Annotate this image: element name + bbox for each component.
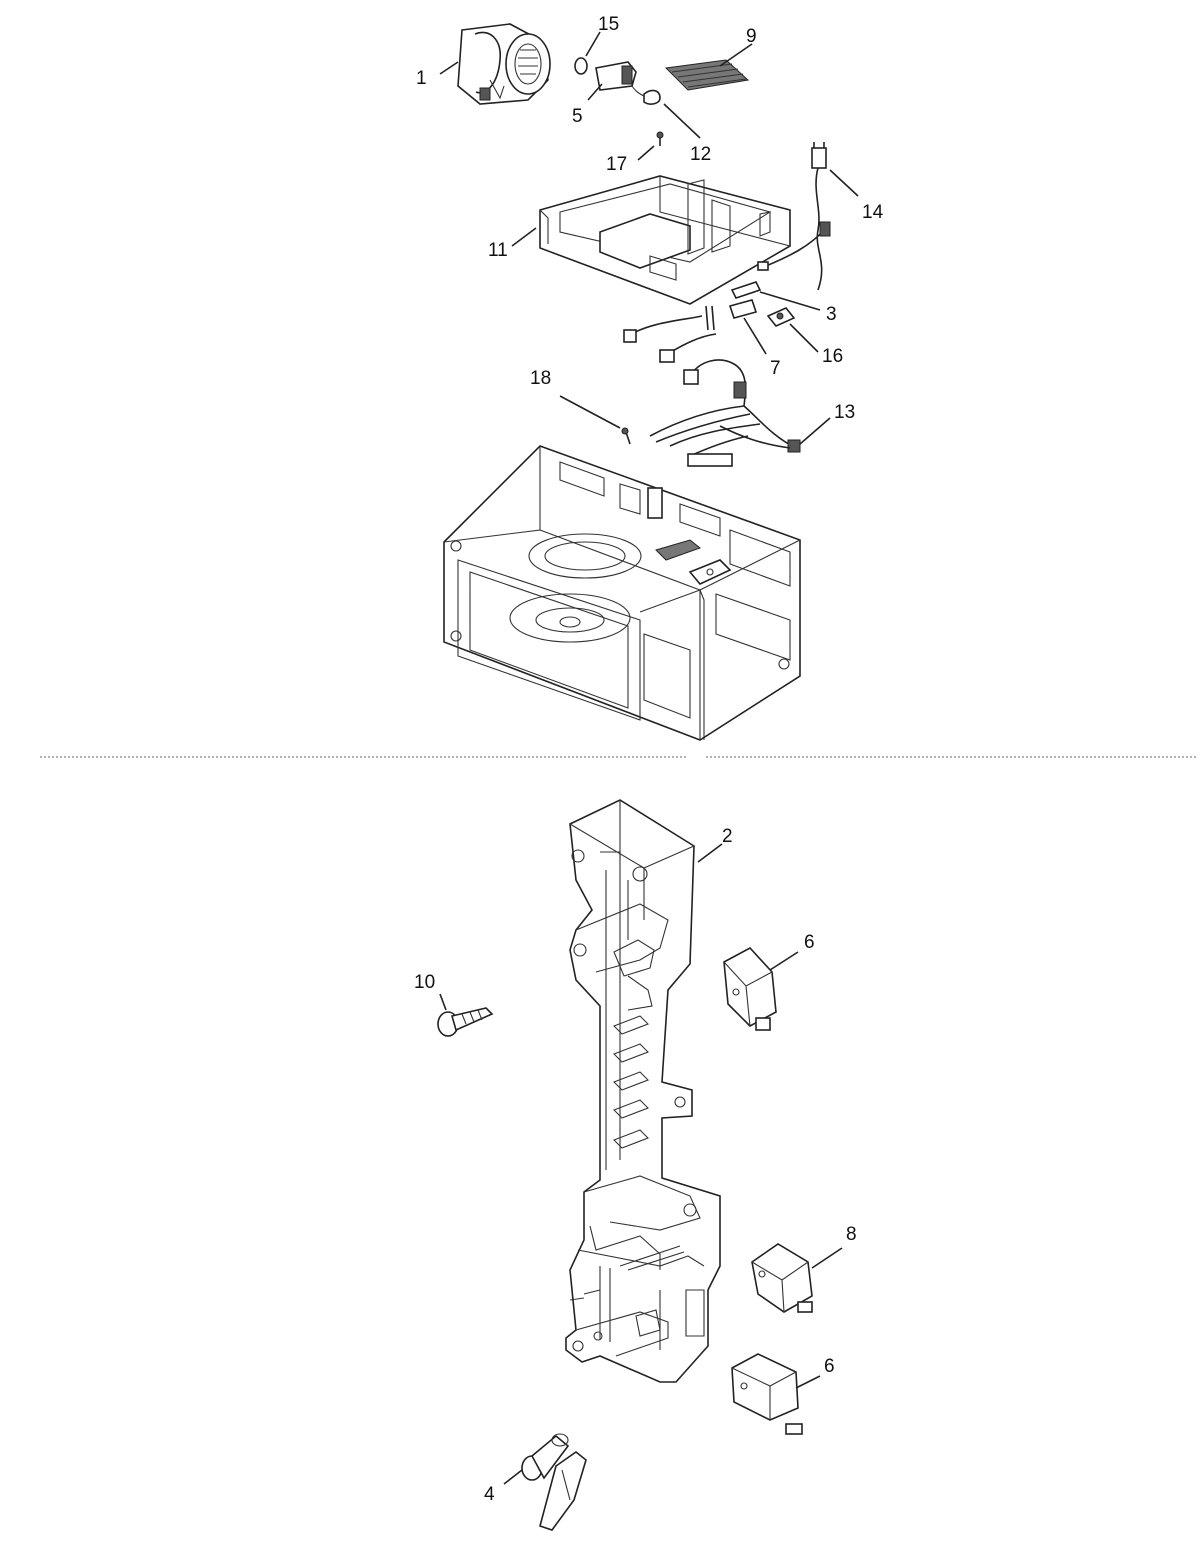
callout-7: 7 [770, 358, 781, 379]
callout-12: 12 [690, 144, 711, 165]
leader-15 [585, 31, 601, 57]
callout-2: 2 [722, 826, 733, 847]
wire-harness [623, 305, 801, 467]
leader-12 [663, 103, 701, 139]
callout-15: 15 [598, 14, 619, 35]
leader-14 [829, 169, 859, 197]
callout-6-lower: 6 [824, 1356, 835, 1377]
callout-16: 16 [822, 346, 843, 367]
part-15-bulb [574, 57, 588, 75]
part-17-screw [656, 131, 664, 146]
leader-7 [743, 317, 767, 355]
part-7-fuse-holder [728, 299, 758, 319]
part-16-thermal-cutout [766, 307, 796, 327]
part-10-screw [437, 1007, 494, 1037]
part-11-base-plate [539, 175, 791, 305]
callout-9: 9 [746, 26, 757, 47]
leader-10 [439, 993, 447, 1011]
part-6-switch-lower [731, 1353, 803, 1435]
oven-cavity-chassis [443, 445, 801, 741]
callout-14: 14 [862, 202, 884, 223]
part-1-blower-fan [457, 23, 551, 105]
leader-5 [587, 83, 603, 101]
leader-18 [559, 395, 621, 429]
callout-6-upper: 6 [804, 932, 815, 953]
callout-3: 3 [826, 304, 837, 325]
leader-2 [697, 843, 723, 863]
callout-8: 8 [846, 1224, 857, 1245]
leader-11 [511, 227, 537, 247]
callout-10: 10 [414, 972, 435, 993]
part-8-switch [751, 1243, 813, 1313]
leader-4 [503, 1469, 523, 1485]
part-12-connector [631, 85, 661, 105]
leader-8 [811, 1247, 843, 1269]
leader-17 [637, 145, 655, 161]
part-4-lever [521, 1433, 587, 1531]
callout-1: 1 [416, 68, 427, 89]
leader-6a [769, 951, 799, 971]
part-5-socket [595, 61, 637, 91]
callout-18: 18 [530, 368, 551, 389]
leader-9 [719, 43, 753, 67]
callout-13: 13 [834, 402, 855, 423]
leader-13 [799, 417, 831, 445]
leader-3 [759, 291, 821, 311]
part-2-latch-board [565, 799, 721, 1383]
part-14-power-cord [757, 142, 831, 291]
part-6-switch-upper [723, 947, 777, 1031]
part-3-fuse [730, 281, 762, 299]
callout-11: 11 [488, 240, 508, 261]
leader-6b [795, 1375, 821, 1389]
leader-16 [789, 323, 819, 353]
callout-5: 5 [572, 106, 583, 127]
callout-17: 17 [606, 154, 627, 175]
part-9-filter [664, 59, 750, 91]
callout-4: 4 [484, 1484, 495, 1505]
part-18-screw [621, 427, 631, 445]
leader-1 [439, 61, 459, 75]
